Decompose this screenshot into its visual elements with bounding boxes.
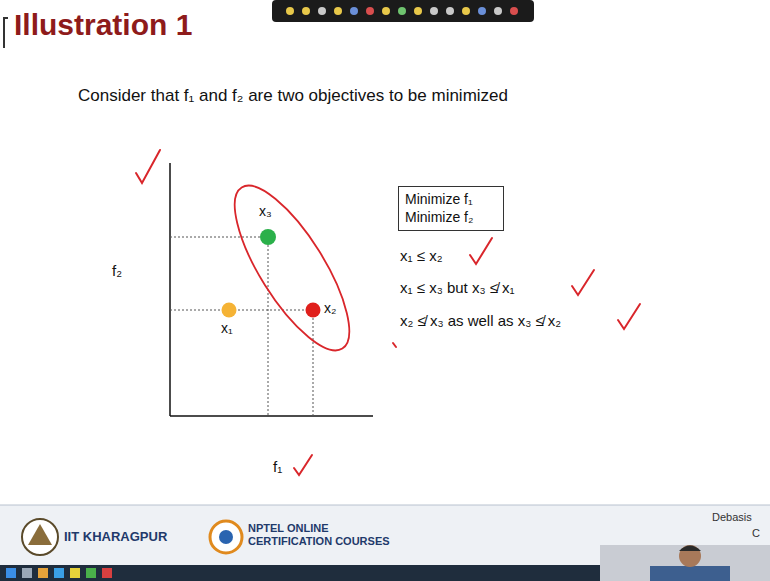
objective-box: Minimize f₁ Minimize f₂ xyxy=(398,186,504,231)
footer-rule xyxy=(0,505,770,506)
title-bracket xyxy=(4,18,8,48)
relation-text: x₁ ≤ x₃ but x₃ ≰ x₁ xyxy=(400,279,515,296)
presenter-name: C xyxy=(752,527,760,540)
taskbar-icons xyxy=(6,568,112,578)
point-x3 xyxy=(260,229,276,245)
toolbar-icons xyxy=(286,7,518,15)
point-x2 xyxy=(306,303,321,318)
point-x1 xyxy=(222,303,237,318)
point-label: x₁ xyxy=(221,321,233,335)
presenter-name: Debasis xyxy=(712,511,752,524)
y-axis xyxy=(169,163,171,416)
relation-text: x₁ ≤ x₂ xyxy=(400,247,442,264)
relation-text: x₂ ≰ x₃ as well as x₃ ≰ x₂ xyxy=(400,312,561,329)
guide-lines xyxy=(170,237,313,416)
slide-title: Illustration 1 xyxy=(14,8,192,43)
iit-logo xyxy=(22,519,58,555)
taskbar xyxy=(0,565,770,581)
point-label: x₃ xyxy=(259,204,272,218)
institute-name: IIT KHARAGPUR xyxy=(64,530,167,545)
objective-text: Minimize f₁ Minimize f₂ xyxy=(405,191,497,226)
nptel-logo xyxy=(210,521,242,553)
x-axis xyxy=(170,415,373,417)
toolbar xyxy=(272,0,534,22)
course-banner: NPTEL ONLINE CERTIFICATION COURSES xyxy=(248,522,408,547)
statement-text: Consider that f₁ and f₂ are two objectiv… xyxy=(78,86,508,106)
check-marks xyxy=(136,150,640,475)
highlight-ellipse xyxy=(215,170,370,365)
axis-label: f₂ xyxy=(112,262,122,279)
webcam-inset xyxy=(600,545,770,581)
point-label: x₂ xyxy=(324,301,336,315)
axis-label: f₁ xyxy=(273,458,282,475)
